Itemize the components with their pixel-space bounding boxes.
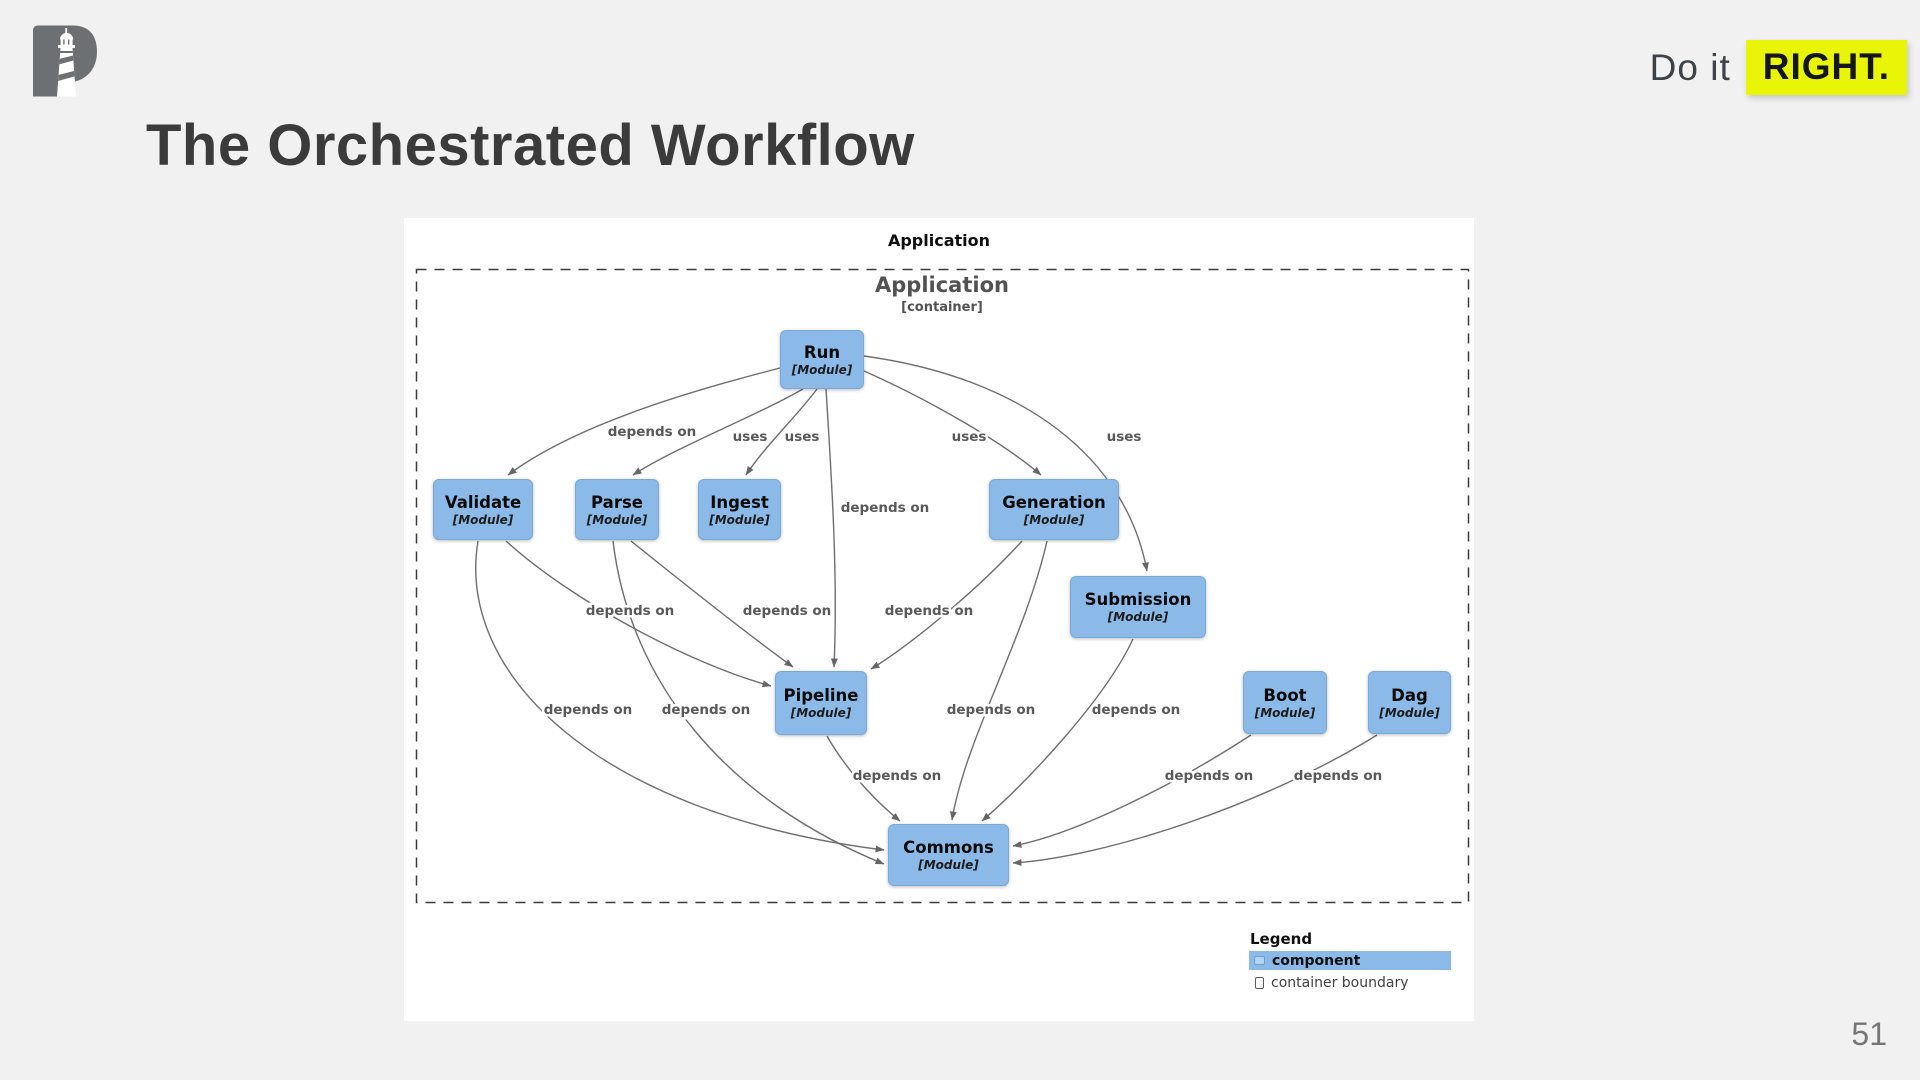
lighthouse-p-logo-icon [33, 25, 97, 97]
edge-label-run-validate: depends on [608, 424, 697, 440]
module-dag: Dag[Module] [1368, 671, 1451, 734]
legend-item-label: container boundary [1271, 974, 1409, 991]
module-validate: Validate[Module] [433, 479, 533, 540]
module-type: [Module] [1107, 610, 1169, 624]
brand-tagline: Do it RIGHT. [1650, 40, 1907, 95]
edge-label-run-submission: uses [1107, 429, 1142, 445]
edge-generation-commons [949, 540, 1048, 821]
edge-label-submission-commons: depends on [1092, 702, 1181, 718]
module-type: [Module] [790, 706, 852, 720]
module-type: [Module] [586, 512, 648, 527]
module-name: Ingest [710, 492, 769, 512]
module-pipeline: Pipeline[Module] [775, 671, 867, 735]
application-container: Application [container] [416, 269, 1468, 902]
tagline-prefix: Do it [1649, 47, 1731, 88]
module-name: Dag [1391, 685, 1428, 705]
container-subtitle: [container] [901, 300, 983, 315]
module-name: Submission [1084, 590, 1192, 609]
edge-label-boot-commons: depends on [1165, 768, 1254, 784]
edge-generation-pipeline [870, 540, 1023, 670]
module-name: Generation [1002, 492, 1106, 512]
module-generation: Generation[Module] [989, 479, 1119, 540]
edge-label-run-generation: uses [952, 429, 987, 445]
module-type: [Module] [918, 858, 979, 872]
edge-pipeline-commons [826, 735, 901, 822]
module-parse: Parse[Module] [575, 479, 659, 540]
edge-run-pipeline [825, 388, 838, 668]
module-type: [Module] [1023, 512, 1085, 527]
module-ingest: Ingest[Module] [698, 479, 781, 540]
edge-label-generation-commons: depends on [947, 702, 1036, 718]
module-type: [Module] [1254, 705, 1316, 720]
edge-label-parse-pipeline: depends on [743, 603, 832, 619]
module-name: Run [803, 342, 841, 362]
edge-label-generation-pipeline: depends on [885, 603, 974, 619]
diagram-edges: depends on uses uses uses uses depends on depe… [415, 268, 1470, 904]
edge-parse-pipeline [630, 540, 794, 668]
application-outer-label: Application [887, 231, 991, 250]
edge-label-parse-commons: depends on [662, 702, 751, 718]
module-name: Validate [444, 492, 522, 512]
edge-label-dag-commons: depends on [1294, 768, 1383, 784]
container-boundary [415, 268, 1470, 904]
component-swatch-icon [1254, 956, 1265, 965]
edge-run-ingest [745, 388, 818, 476]
module-type: [Module] [452, 512, 514, 527]
legend-item-boundary: container boundary [1249, 973, 1451, 992]
module-type: [Module] [709, 512, 770, 527]
page-title: The Orchestrated Workflow [146, 113, 915, 178]
module-commons: Commons[Module] [888, 824, 1009, 886]
edge-label-run-ingest: uses [785, 429, 820, 445]
edge-run-generation [863, 370, 1042, 476]
legend-item-label: component [1272, 952, 1361, 969]
edge-dag-commons [1012, 734, 1378, 866]
module-type: [Module] [791, 362, 853, 377]
diagram-legend: Legend component container boundary [1249, 930, 1451, 992]
tagline-highlight: RIGHT. [1745, 40, 1907, 95]
module-name: Parse [591, 492, 643, 512]
module-type: [Module] [1379, 705, 1440, 720]
legend-title: Legend [1250, 930, 1313, 948]
edge-validate-commons [475, 540, 885, 853]
edge-label-run-parse: uses [733, 429, 768, 445]
edge-label-pipeline-commons: depends on [853, 768, 942, 784]
edge-label-validate-commons: depends on [544, 702, 633, 718]
edge-run-submission [863, 355, 1149, 572]
edge-label-run-pipeline: depends on [841, 500, 930, 516]
edge-submission-commons [981, 638, 1134, 822]
module-boot: Boot[Module] [1243, 671, 1327, 734]
edge-validate-pipeline [505, 540, 772, 688]
edge-parse-commons [612, 540, 885, 865]
edge-run-parse [632, 388, 804, 476]
module-name: Pipeline [783, 686, 859, 705]
lighthouse-p-logo [33, 25, 97, 103]
boundary-swatch-icon [1255, 976, 1264, 989]
module-name: Commons [903, 838, 994, 857]
module-name: Boot [1263, 685, 1307, 705]
edge-run-validate [507, 367, 781, 476]
legend-item-component: component [1249, 951, 1451, 970]
edge-boot-commons [1012, 734, 1252, 848]
edge-label-validate-pipeline: depends on [586, 603, 675, 619]
container-title: Application [875, 273, 1009, 297]
page-number: 51 [1851, 1016, 1887, 1052]
module-submission: Submission[Module] [1070, 576, 1206, 638]
module-run: Run[Module] [780, 330, 864, 389]
